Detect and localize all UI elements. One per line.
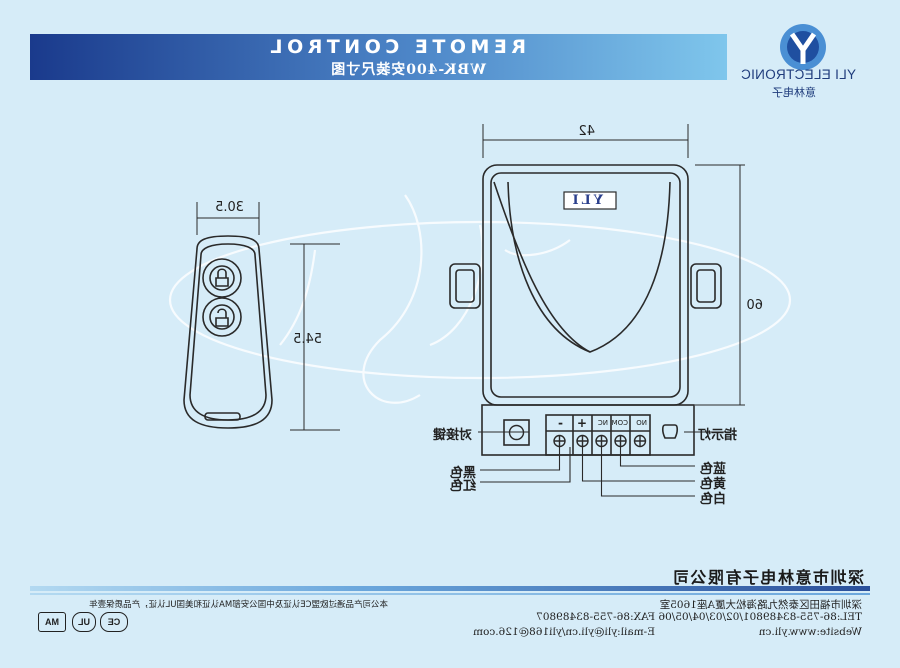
terminal-minus: - — [558, 416, 563, 430]
terminal-com: COM — [611, 419, 628, 427]
footer-divider — [30, 586, 870, 591]
receiver-width-label: 42 — [578, 124, 595, 139]
company-website: Website:www.yli.cn — [758, 626, 862, 638]
watermark-swirl — [168, 194, 792, 404]
company-email: E-mail:yli@yli.cn/yli168@126.com — [473, 626, 655, 638]
terminal-no: NO — [636, 419, 647, 427]
wire-leader-lines — [478, 431, 730, 497]
receiver-badge — [563, 191, 617, 210]
remote-height-label: 54.5 — [293, 332, 322, 347]
terminal-plus: + — [576, 416, 587, 430]
receiver-badge-text: YLI — [569, 193, 603, 208]
red-wire-label: 红色 — [449, 479, 476, 494]
receiver-box — [449, 164, 722, 456]
ul-mark-icon: UL — [72, 612, 96, 632]
receiver-height-label: 60 — [746, 298, 763, 313]
terminal-nc: NC — [597, 419, 608, 427]
footer-divider-thin — [30, 593, 870, 595]
indicator-label: 指示灯 — [697, 428, 737, 443]
yli-logo-icon — [780, 24, 826, 70]
ce-mark-icon: CE — [100, 612, 128, 632]
ma-mark-icon: MA — [38, 612, 66, 632]
remote-fob — [183, 235, 273, 429]
pairing-button-label: 对接键 — [432, 428, 472, 443]
company-address: 深圳市福田区泰然九路海松大厦A座1605室 — [659, 599, 862, 611]
company-tel: TEL:86-755-83489801/02/03/04/05/06 — [658, 611, 862, 623]
white-wire-label: 白色 — [699, 492, 726, 507]
remote-width-label: 30.5 — [215, 200, 244, 215]
certification-notice: 本公司产品通过欧盟CE认证及中国公安部MA认证和美国UL认证，产品质保壹年 — [89, 600, 388, 610]
remote-dimension-lines — [196, 202, 340, 431]
company-fax: FAX:86-755-83489807 — [536, 611, 655, 623]
company-name: 深圳市意林电子有限公司 — [671, 568, 864, 587]
receiver-dimension-lines — [482, 124, 745, 406]
